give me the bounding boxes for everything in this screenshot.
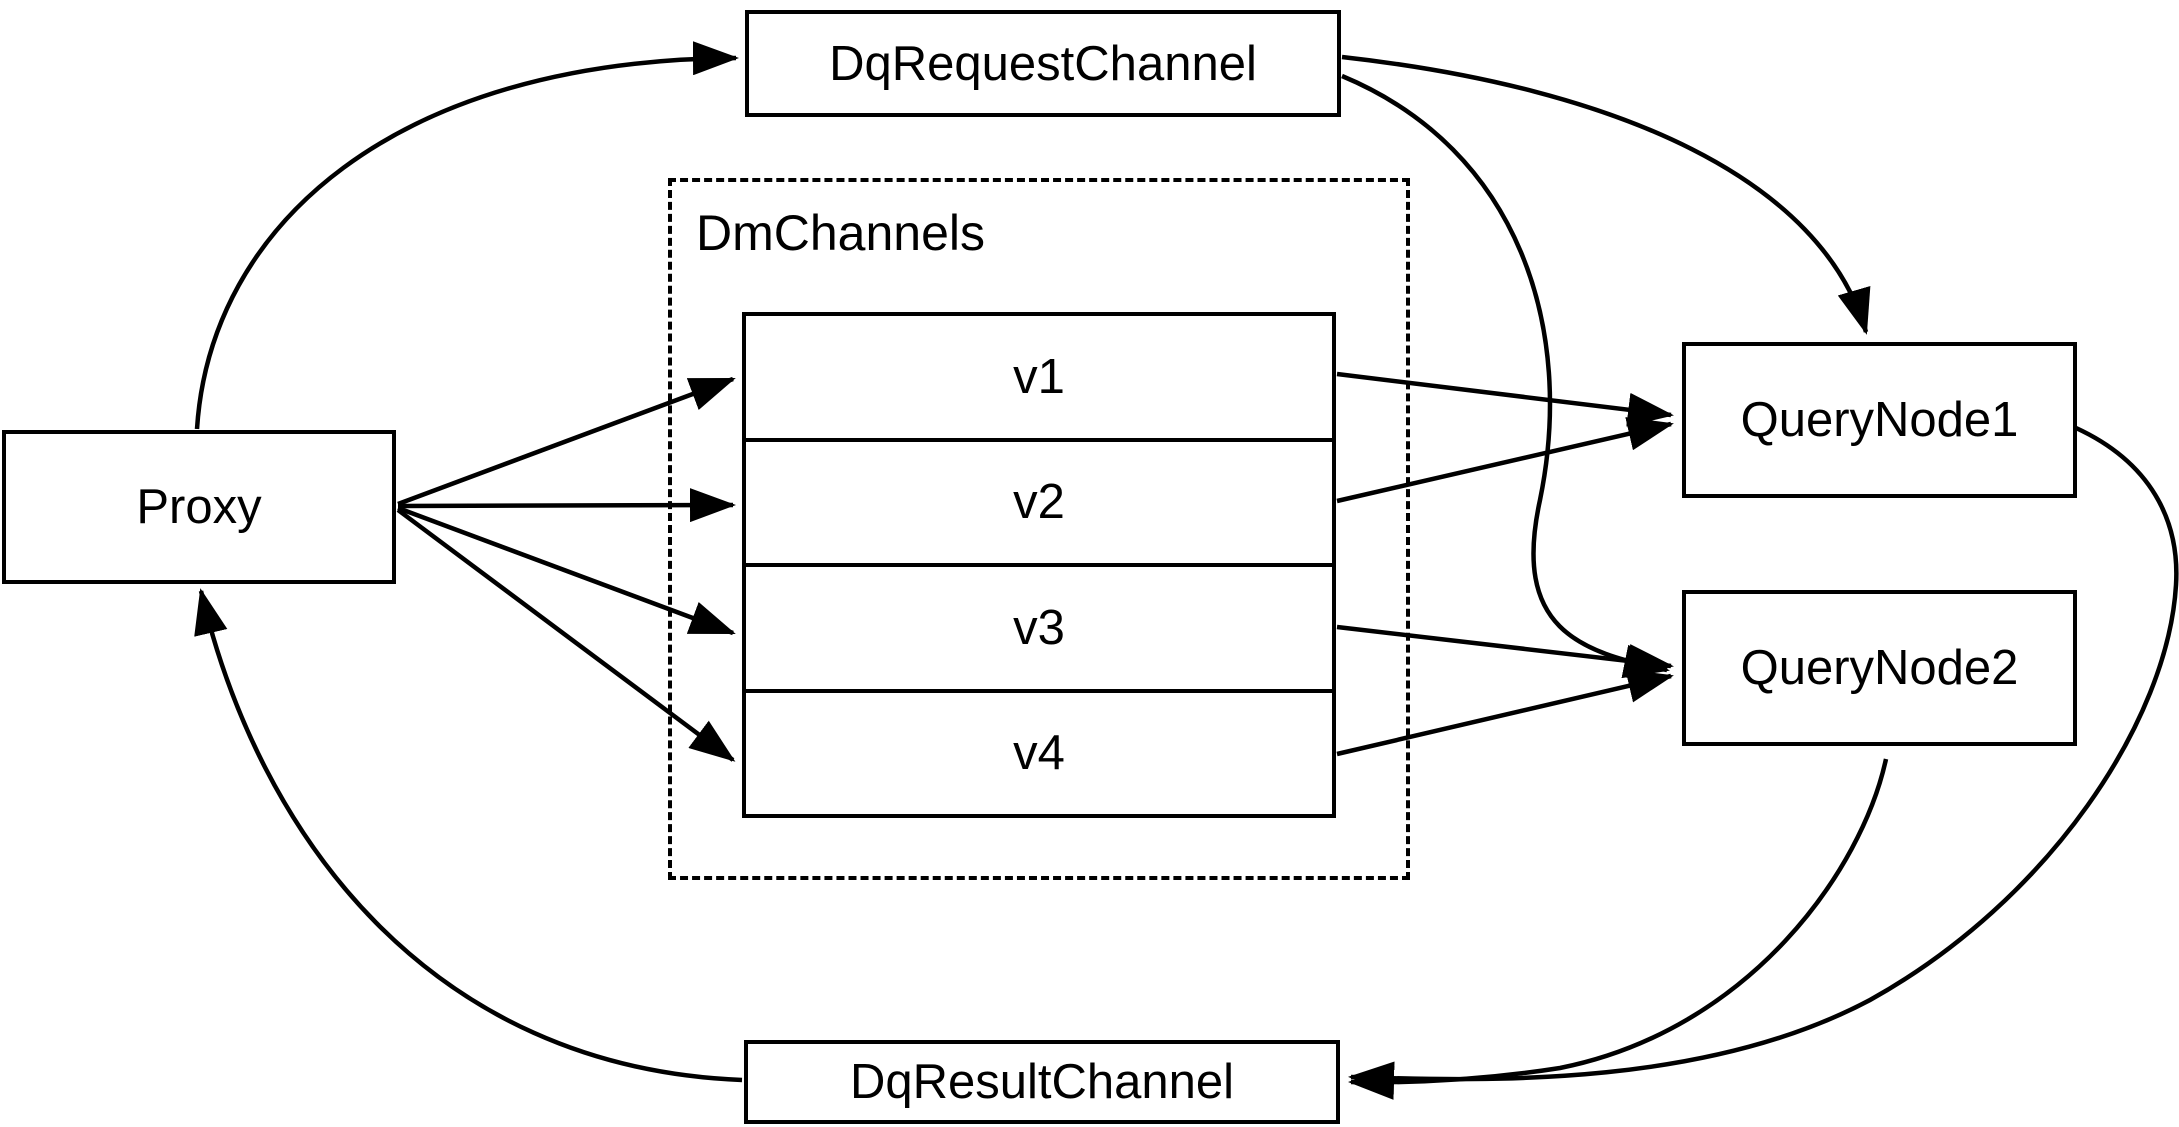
channel-v2-label: v2 <box>1013 475 1065 530</box>
node-query-node-1: QueryNode1 <box>1682 342 2077 498</box>
group-dm-channels-label: DmChannels <box>696 205 986 261</box>
edge-channel-v1-to-query-node-1 <box>1336 371 1674 427</box>
channel-v3-label: v3 <box>1013 600 1065 655</box>
node-query-node-2: QueryNode2 <box>1682 590 2077 746</box>
group-dm-channels: DmChannels <box>668 178 1410 880</box>
node-dq-request-channel: DqRequestChannel <box>745 10 1341 117</box>
node-proxy-label: Proxy <box>136 480 262 534</box>
channel-row-v1: v1 <box>746 316 1332 438</box>
node-query-node-2-label: QueryNode2 <box>1740 641 2019 695</box>
edge-query-node-1-to-dq-result-channel <box>1348 425 2179 1096</box>
channel-row-v4: v4 <box>746 688 1332 815</box>
channel-row-v2: v2 <box>746 437 1332 564</box>
node-dq-result-channel-label: DqResultChannel <box>849 1055 1235 1109</box>
edge-proxy-to-channel-v3 <box>397 505 736 636</box>
node-query-node-1-label: QueryNode1 <box>1740 393 2019 447</box>
edge-query-node-2-to-dq-result-channel <box>1348 758 1889 1100</box>
edge-proxy-to-dq-request-channel <box>194 41 739 430</box>
edge-proxy-to-channel-v4 <box>396 508 736 762</box>
channel-v1-label: v1 <box>1013 349 1065 404</box>
channel-row-v3: v3 <box>746 563 1332 689</box>
edge-proxy-to-channel-v2 <box>397 488 736 523</box>
edge-channel-v2-to-query-node-1 <box>1336 417 1674 504</box>
edge-channel-v4-to-query-node-2 <box>1336 669 1674 757</box>
node-dq-request-channel-label: DqRequestChannel <box>829 36 1257 91</box>
node-proxy: Proxy <box>2 430 396 584</box>
channel-v4-label: v4 <box>1013 726 1065 781</box>
edge-dq-request-channel-to-query-node-1 <box>1341 54 1871 335</box>
dm-channels-stack: v1 v2 v3 v4 <box>742 312 1336 818</box>
edge-dq-request-channel-to-query-node-2 <box>1341 73 1670 679</box>
node-dq-result-channel: DqResultChannel <box>744 1040 1340 1124</box>
edge-dq-result-channel-to-proxy <box>194 588 743 1083</box>
edge-proxy-to-channel-v1 <box>397 376 736 507</box>
